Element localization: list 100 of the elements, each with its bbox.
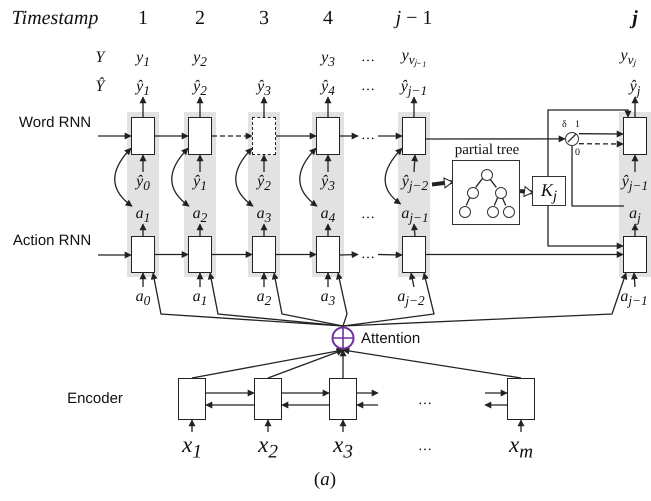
math-label: a$_{0}$ (132, 287, 154, 307)
math-label: ŷ$_{4}$ (316, 77, 340, 97)
math-label: ŷ$_{3}$ (314, 172, 342, 192)
arrow (276, 132, 317, 140)
math-label: ŷ$_{j−2}$ (398, 172, 432, 192)
column-band (248, 112, 280, 277)
curved-double-headed-arrow (114, 148, 133, 207)
math-label: a$_{4}$ (317, 204, 339, 224)
arrow (281, 402, 329, 408)
arrow (205, 402, 254, 408)
rnn-cell-box (623, 236, 647, 273)
tree-node-circle (503, 206, 515, 218)
math-label: a$_{j−1}$ (398, 204, 432, 224)
rnn-cell-box (252, 117, 276, 155)
encoder-cell-box (254, 378, 282, 420)
math-label: y$_{vⱼ}$ (620, 46, 636, 70)
connector-line (571, 146, 624, 207)
arrow (632, 96, 638, 117)
dashed-arrow (579, 140, 624, 148)
arrow (411, 154, 418, 172)
math-label: a$_{j−1}$ (618, 287, 650, 307)
math-label: a$_{1}$ (189, 287, 211, 307)
math-label: a$_{3}$ (317, 287, 339, 307)
ellipsis: … (418, 438, 432, 456)
rnn-cell-box (252, 236, 276, 273)
arrow (340, 349, 346, 378)
math-label: a$_{j−2}$ (395, 287, 427, 307)
rnn-cell-box (131, 236, 155, 273)
input-label: x$_{3}$ (327, 432, 359, 458)
arrow (324, 223, 332, 236)
arrow (484, 402, 507, 408)
arrow (342, 348, 522, 379)
timestep-number: 1 (138, 6, 148, 30)
math-label: ŷ$_{j−1}$ (620, 172, 650, 192)
connector-line (494, 197, 498, 206)
arrow (260, 223, 268, 236)
arrow (324, 96, 332, 117)
math-label: y$_{3}$ (321, 48, 335, 72)
math-label: a$_{j}$ (624, 204, 646, 224)
dashed-arrow (212, 132, 253, 140)
connector-line (502, 197, 506, 206)
rnn-cell-box (402, 117, 426, 155)
switch-label: 1 (575, 119, 580, 131)
row-label: Word RNN (18, 113, 92, 133)
rnn-cell-box (131, 117, 155, 155)
rnn-cell-box (316, 236, 340, 273)
tree-node-circle (459, 206, 471, 218)
math-label: y$_{vⱼ₋₁}$ (402, 46, 426, 70)
ellipsis: … (361, 206, 375, 224)
arrow (630, 272, 638, 288)
arrow (632, 223, 638, 236)
arrow (342, 272, 435, 327)
row-label: Encoder (67, 389, 123, 409)
arrow (268, 348, 344, 379)
switch-label: 0 (575, 147, 580, 159)
arrow (410, 96, 418, 117)
column-band (312, 112, 344, 277)
ellipsis: … (418, 392, 432, 410)
tree-node-circle (495, 187, 507, 199)
arrow (426, 135, 566, 142)
arrow (547, 109, 632, 176)
arrow (196, 154, 204, 172)
arrow (518, 419, 524, 432)
ellipsis: … (361, 49, 375, 67)
math-label: a$_{3}$ (253, 204, 275, 224)
tree-node-circle (487, 206, 499, 218)
arrow (378, 132, 403, 140)
arrow (342, 272, 628, 327)
arrow (276, 251, 317, 258)
timestep-number: j (632, 6, 638, 30)
row-label: Action RNN (12, 231, 92, 251)
arrow (155, 132, 189, 140)
arrow (98, 132, 132, 140)
column-band (619, 112, 651, 277)
arrow (196, 272, 204, 287)
math-label: a$_{2}$ (253, 287, 275, 307)
connector-line (466, 197, 470, 206)
curved-double-headed-arrow (299, 148, 318, 207)
arrow (260, 154, 268, 172)
rnn-cell-box (316, 117, 340, 155)
arrow (324, 154, 332, 172)
connector-line (489, 178, 497, 188)
arrow (140, 272, 146, 287)
encoder-cell-box (329, 378, 357, 420)
column-band (398, 112, 430, 277)
arrow (188, 419, 196, 432)
math-label: ŷ$_{j}$ (623, 77, 647, 97)
math-label: Y (96, 48, 104, 68)
arrow (340, 419, 346, 432)
curved-double-headed-arrow (384, 148, 402, 205)
component-label: Attention (361, 330, 420, 347)
panel-heading: partial tree (454, 141, 520, 159)
arrow (208, 272, 344, 327)
tree-node-circle (467, 187, 479, 199)
arrow (212, 251, 253, 258)
arrow (98, 252, 132, 258)
hollow-arrow (520, 186, 533, 197)
ellipsis: … (358, 126, 378, 146)
arrow (155, 251, 189, 258)
arrow (324, 272, 332, 287)
